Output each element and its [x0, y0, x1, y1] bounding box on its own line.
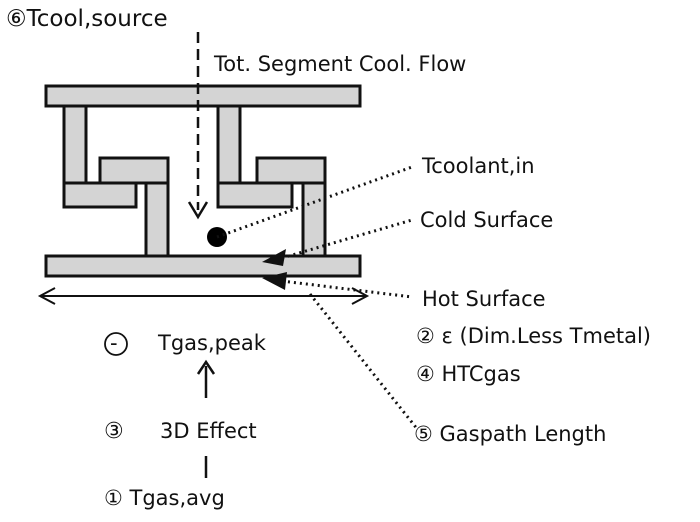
cold-surface-label: Cold Surface	[420, 208, 554, 232]
three-d-effect-number: ③	[104, 419, 124, 444]
htcgas-label: ④ HTCgas	[416, 362, 521, 386]
tgas-peak-marker: -	[110, 331, 118, 355]
right-inner-stem	[301, 181, 327, 258]
gaspath-length-label: ⑤ Gaspath Length	[414, 422, 607, 446]
left-inner-stem	[144, 181, 170, 258]
left-lower-bar	[62, 181, 138, 209]
hot-surface-arrowhead	[262, 272, 287, 290]
hot-surface-label: Hot Surface	[422, 287, 546, 311]
gaspath-leader	[308, 293, 420, 431]
cold-surface-arrowhead	[262, 249, 286, 266]
right-upper-bar	[255, 156, 327, 185]
top-plate	[44, 84, 362, 108]
three-d-effect-label: 3D Effect	[160, 419, 257, 443]
epsilon-label: ② ε (Dim.Less Tmetal)	[416, 324, 651, 348]
tgas-peak-marker-circle	[104, 332, 128, 356]
left-outer-stem	[62, 104, 88, 188]
gaspath-left-arrowhead	[37, 287, 56, 305]
right-lower-bar	[216, 181, 294, 209]
tcoolant-in-label: Tcoolant,in	[422, 154, 535, 178]
hot-surface-leader	[281, 279, 413, 299]
gaspath-right-arrowhead	[351, 287, 370, 305]
cold-surface-leader	[281, 218, 413, 260]
total-flow-label: Tot. Segment Cool. Flow	[214, 52, 467, 76]
coolant-flow-arrowhead	[187, 201, 209, 220]
three-d-effect-arrowhead	[196, 359, 216, 375]
bottom-plate	[44, 254, 362, 278]
tcoolant-leader	[216, 165, 413, 239]
tgas-avg-label: ① Tgas,avg	[104, 486, 225, 510]
tgas-peak-label: Tgas,peak	[158, 331, 266, 355]
tcool-source-label: ⑥Tcool,source	[6, 6, 168, 32]
left-upper-bar	[98, 156, 170, 185]
right-outer-stem	[216, 104, 242, 186]
